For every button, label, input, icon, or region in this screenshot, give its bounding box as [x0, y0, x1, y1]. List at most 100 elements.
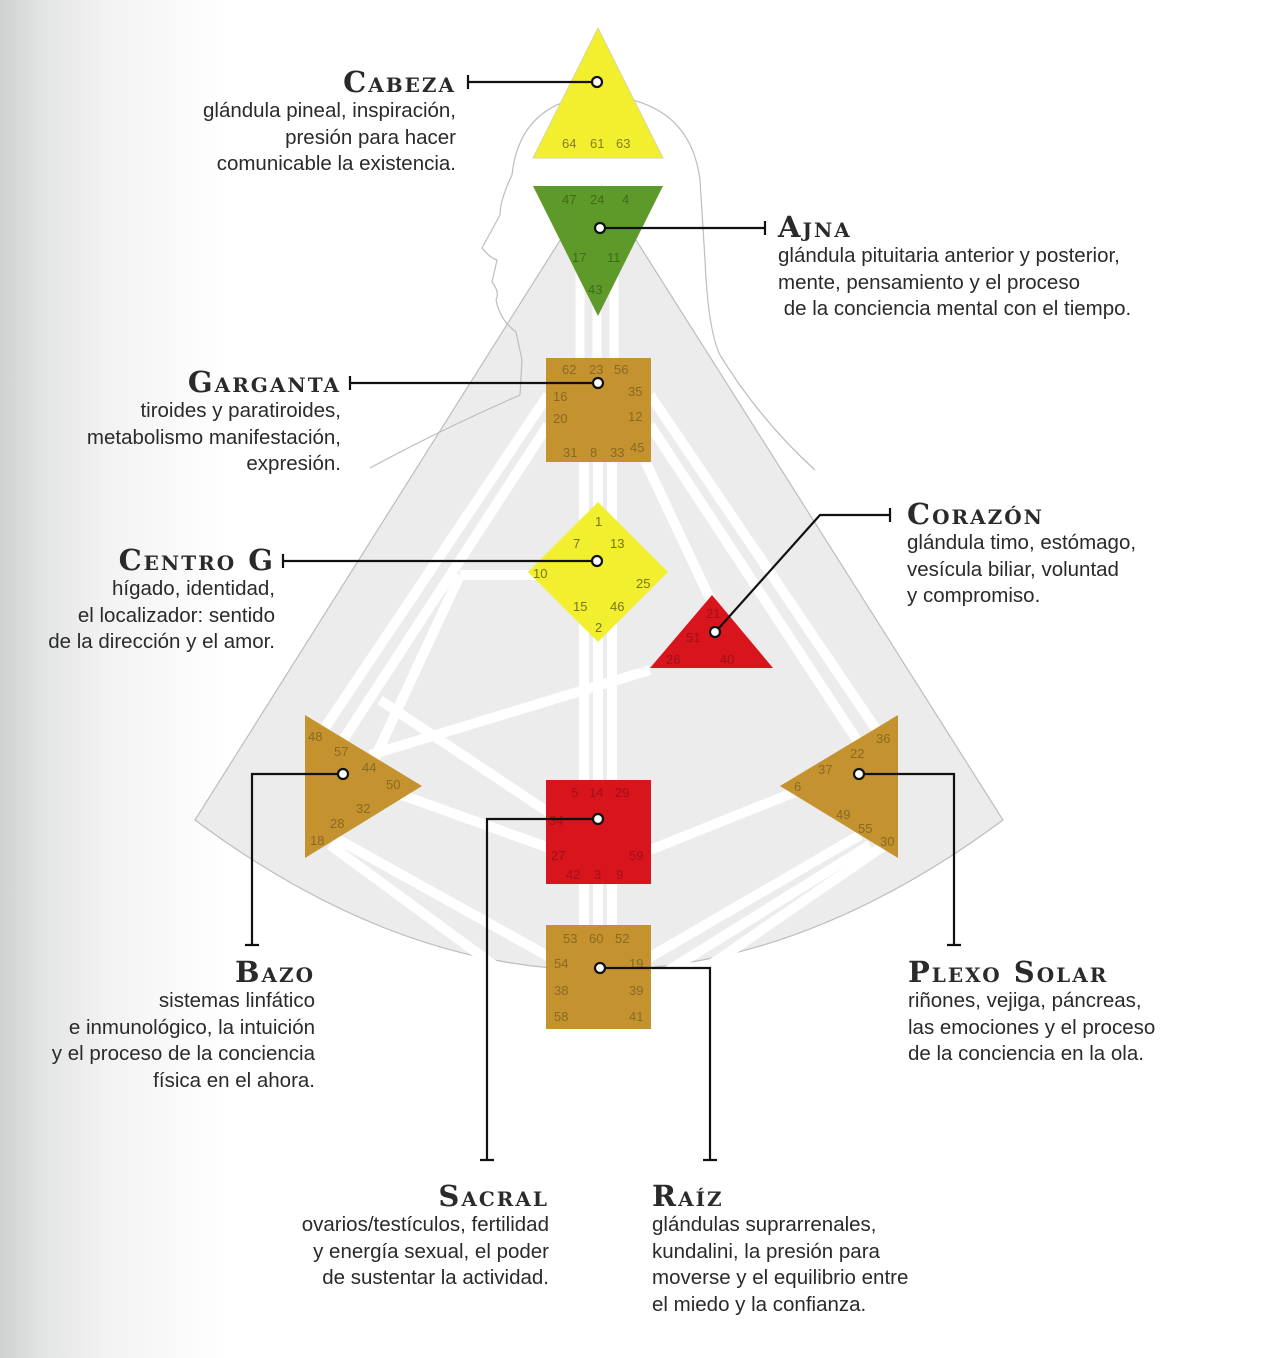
marker-garganta: [591, 376, 605, 390]
center-plexo-solar-shape[interactable]: [780, 715, 898, 858]
gate-53: 53: [563, 931, 577, 946]
label-corazon: Corazón glándula timo, estómago, vesícul…: [907, 498, 1136, 610]
gate-18: 18: [310, 833, 324, 848]
gate-59: 59: [629, 848, 643, 863]
title-cabeza: Cabeza: [343, 65, 456, 99]
center-garganta-shape[interactable]: [546, 358, 651, 462]
marker-ajna: [593, 221, 607, 235]
center-cabeza-shape[interactable]: [532, 26, 664, 159]
title-garganta: Garganta: [187, 365, 341, 399]
desc-bazo-line-1: sistemas linfático: [158, 989, 315, 1012]
desc-raiz-line-3: moverse y el equilibrio entre: [652, 1266, 909, 1289]
desc-bazo-line-4: física en el ahora.: [153, 1068, 315, 1092]
desc-ajna-line-1: glándula pituitaria anterior y posterior…: [778, 244, 1120, 267]
gate-30: 30: [880, 834, 894, 849]
gate-39: 39: [629, 983, 643, 998]
gate-27: 27: [551, 848, 565, 863]
leader-sacral: [480, 817, 592, 1162]
gate-64: 64: [562, 136, 576, 151]
gate-42: 42: [566, 867, 580, 882]
gate-41: 41: [629, 1009, 643, 1024]
gate-2: 2: [595, 620, 602, 635]
leader-corazon: [718, 508, 892, 629]
desc-cabeza-line-3: comunicable la existencia.: [216, 152, 456, 175]
gate-38: 38: [554, 983, 568, 998]
title-corazon: Corazón: [907, 497, 1044, 531]
gate-21: 21: [706, 606, 720, 621]
label-cabeza: Cabeza glándula pineal, inspiración, pre…: [203, 66, 456, 178]
desc-ajna-line-2: mente, pensamiento y el proceso: [778, 270, 1080, 294]
center-raiz-shape[interactable]: [546, 925, 651, 1029]
marker-corazon: [708, 625, 722, 639]
center-bazo-shape[interactable]: [305, 715, 422, 858]
gate-55: 55: [858, 821, 872, 836]
marker-centro-g: [590, 554, 604, 568]
gate-23: 23: [589, 362, 603, 377]
gate-63: 63: [616, 136, 630, 151]
gate-58: 58: [554, 1009, 568, 1024]
marker-bazo: [336, 767, 350, 781]
gate-22: 22: [850, 746, 864, 761]
gate-14: 14: [589, 785, 603, 800]
label-garganta: Garganta tiroides y paratiroides, metabo…: [87, 366, 341, 478]
title-sacral: Sacral: [438, 1179, 549, 1213]
center-sacral-shape[interactable]: [546, 780, 651, 884]
gate-13: 13: [610, 536, 624, 551]
desc-garganta-line-2: metabolismo manifestación,: [86, 425, 341, 449]
center-ajna-shape[interactable]: [533, 186, 663, 316]
gate-5: 5: [571, 785, 578, 800]
desc-sacral-line-1: ovarios/testículos, fertilidad: [301, 1213, 549, 1236]
gate-44: 44: [362, 760, 376, 775]
desc-bazo-line-2: e inmunológico, la intuición: [68, 1015, 315, 1039]
gate-62: 62: [562, 362, 576, 377]
head-outline: [481, 94, 721, 396]
gate-56: 56: [614, 362, 628, 377]
desc-corazon-line-3: y compromiso.: [907, 584, 1041, 607]
gate-17: 17: [572, 250, 586, 265]
label-sacral: Sacral ovarios/testículos, fertilidad y …: [302, 1180, 549, 1292]
gate-40: 40: [720, 652, 734, 667]
title-plexo-solar: Plexo Solar: [908, 955, 1109, 989]
title-ajna: Ajna: [778, 210, 852, 244]
label-centro-g: Centro G hígado, identidad, el localizad…: [48, 544, 275, 656]
title-centro-g: Centro G: [118, 543, 275, 577]
gate-4: 4: [622, 192, 629, 207]
desc-plexo-solar-line-2: las emociones y el proceso: [908, 1015, 1156, 1039]
marker-cabeza: [590, 75, 604, 89]
label-bazo: Bazo sistemas linfático e inmunológico, …: [52, 956, 315, 1094]
title-raiz: Raíz: [652, 1179, 724, 1213]
gate-31: 31: [563, 445, 577, 460]
gate-15: 15: [573, 599, 587, 614]
desc-corazon-line-1: glándula timo, estómago,: [907, 531, 1137, 554]
gate-8: 8: [590, 445, 597, 460]
gate-25: 25: [636, 576, 650, 591]
center-g-shape[interactable]: [528, 502, 668, 642]
marker-plexo-solar: [852, 767, 866, 781]
gate-33: 33: [610, 445, 624, 460]
desc-garganta-line-1: tiroides y paratiroides,: [140, 399, 341, 422]
desc-sacral-line-3: de sustentar la actividad.: [322, 1266, 549, 1289]
gate-34: 34: [549, 813, 563, 828]
gate-54: 54: [554, 956, 568, 971]
gate-35: 35: [628, 384, 642, 399]
leader-garganta: [348, 376, 592, 390]
gate-9: 9: [616, 867, 623, 882]
gate-52: 52: [615, 931, 629, 946]
desc-garganta-line-3: expresión.: [246, 452, 341, 475]
gate-57: 57: [334, 744, 348, 759]
gate-6: 6: [794, 779, 801, 794]
gate-51: 51: [686, 630, 700, 645]
desc-corazon-line-2: vesícula biliar, voluntad: [907, 557, 1119, 581]
desc-centro-g-line-2: el localizador: sentido: [77, 603, 275, 627]
gate-50: 50: [386, 777, 400, 792]
desc-plexo-solar-line-1: riñones, vejiga, páncreas,: [908, 989, 1142, 1012]
label-raiz: Raíz glándulas suprarrenales, kundalini,…: [652, 1180, 908, 1318]
gate-11: 11: [607, 250, 621, 265]
desc-raiz-line-4: el miedo y la confianza.: [652, 1292, 867, 1316]
gate-10: 10: [533, 566, 547, 581]
desc-raiz-line-1: glándulas suprarrenales,: [652, 1213, 877, 1236]
gate-7: 7: [573, 536, 580, 551]
gate-3: 3: [594, 867, 601, 882]
leader-cabeza: [466, 75, 592, 89]
